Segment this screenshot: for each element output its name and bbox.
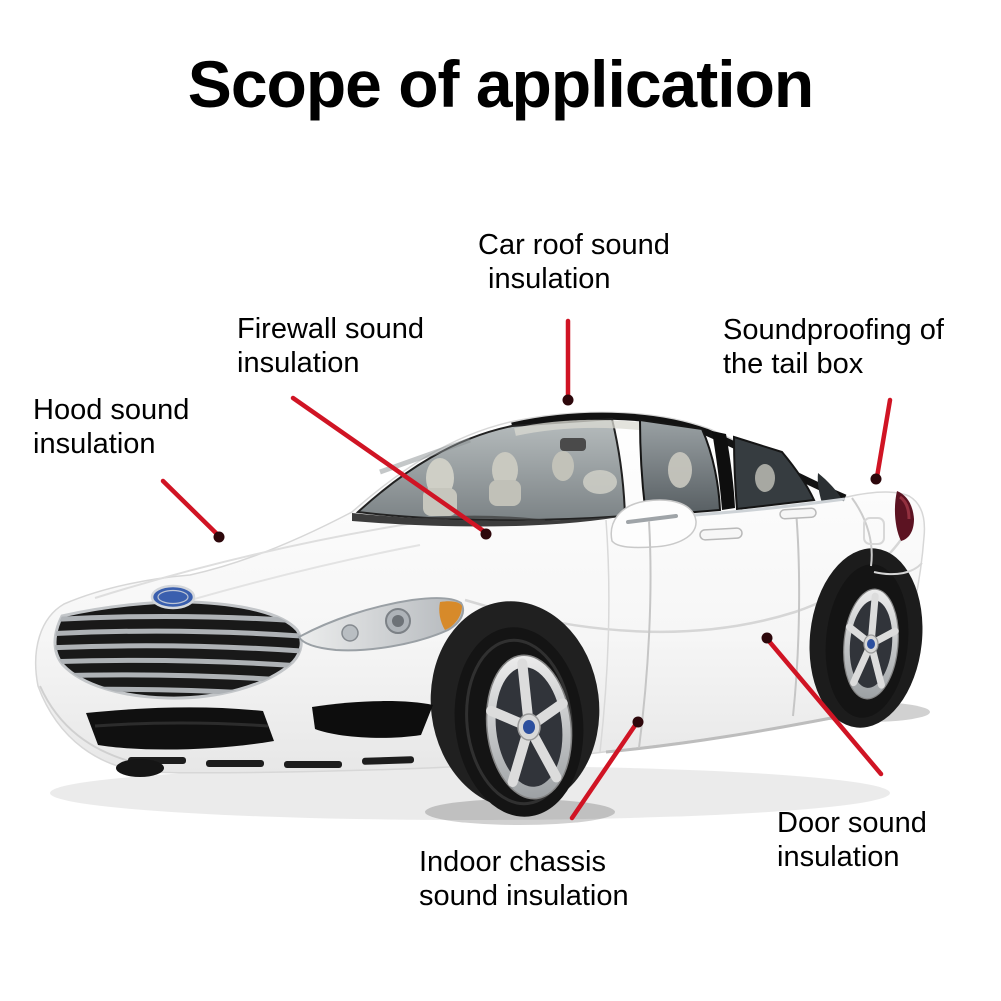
marker-dot-firewall: [480, 528, 492, 540]
marker-dot-tail-box: [870, 473, 882, 485]
taillight: [894, 491, 914, 541]
label-line: Indoor chassis: [419, 846, 606, 878]
marker-dot-door: [761, 632, 773, 644]
label-line: insulation: [488, 263, 611, 295]
label-door: Door sound insulation: [777, 806, 927, 874]
label-line: Door sound: [777, 807, 927, 839]
leader-line-hood: [160, 478, 221, 538]
label-line: sound insulation: [419, 880, 629, 912]
label-line: the tail box: [723, 348, 864, 380]
leader-line-tail-box: [874, 397, 893, 480]
marker-dots: [213, 394, 882, 728]
label-line: insulation: [33, 428, 156, 460]
label-line: insulation: [237, 347, 360, 379]
front-wheel: [454, 627, 584, 817]
leader-lines: [160, 318, 893, 821]
label-line: Soundproofing of: [723, 314, 944, 346]
label-line: Hood sound: [33, 394, 190, 426]
ground-shadow: [50, 702, 930, 825]
label-line: Firewall sound: [237, 313, 424, 345]
side-and-rear-details: [599, 491, 923, 753]
marker-dot-hood: [213, 531, 225, 543]
leader-line-door: [765, 637, 884, 777]
label-hood: Hood sound insulation: [33, 393, 189, 461]
rear-wheel: [825, 564, 909, 718]
label-tail-box: Soundproofing of the tail box: [723, 313, 944, 381]
label-firewall: Firewall sound insulation: [237, 312, 424, 380]
label-line: insulation: [777, 841, 900, 873]
leader-line-indoor-chassis: [569, 721, 639, 821]
marker-dot-indoor-chassis: [632, 716, 644, 728]
leader-line-firewall: [290, 395, 488, 535]
page-title: Scope of application: [187, 47, 814, 121]
headlight: [297, 597, 465, 652]
front-fascia: [53, 584, 465, 777]
brand-badge-icon: [150, 584, 196, 610]
label-car-roof: Car roof sound insulation: [478, 228, 670, 296]
side-mirror: [610, 499, 697, 549]
label-indoor-chassis: Indoor chassis sound insulation: [419, 845, 629, 913]
label-line: Car roof sound: [478, 229, 670, 261]
marker-dot-car-roof: [562, 394, 574, 406]
